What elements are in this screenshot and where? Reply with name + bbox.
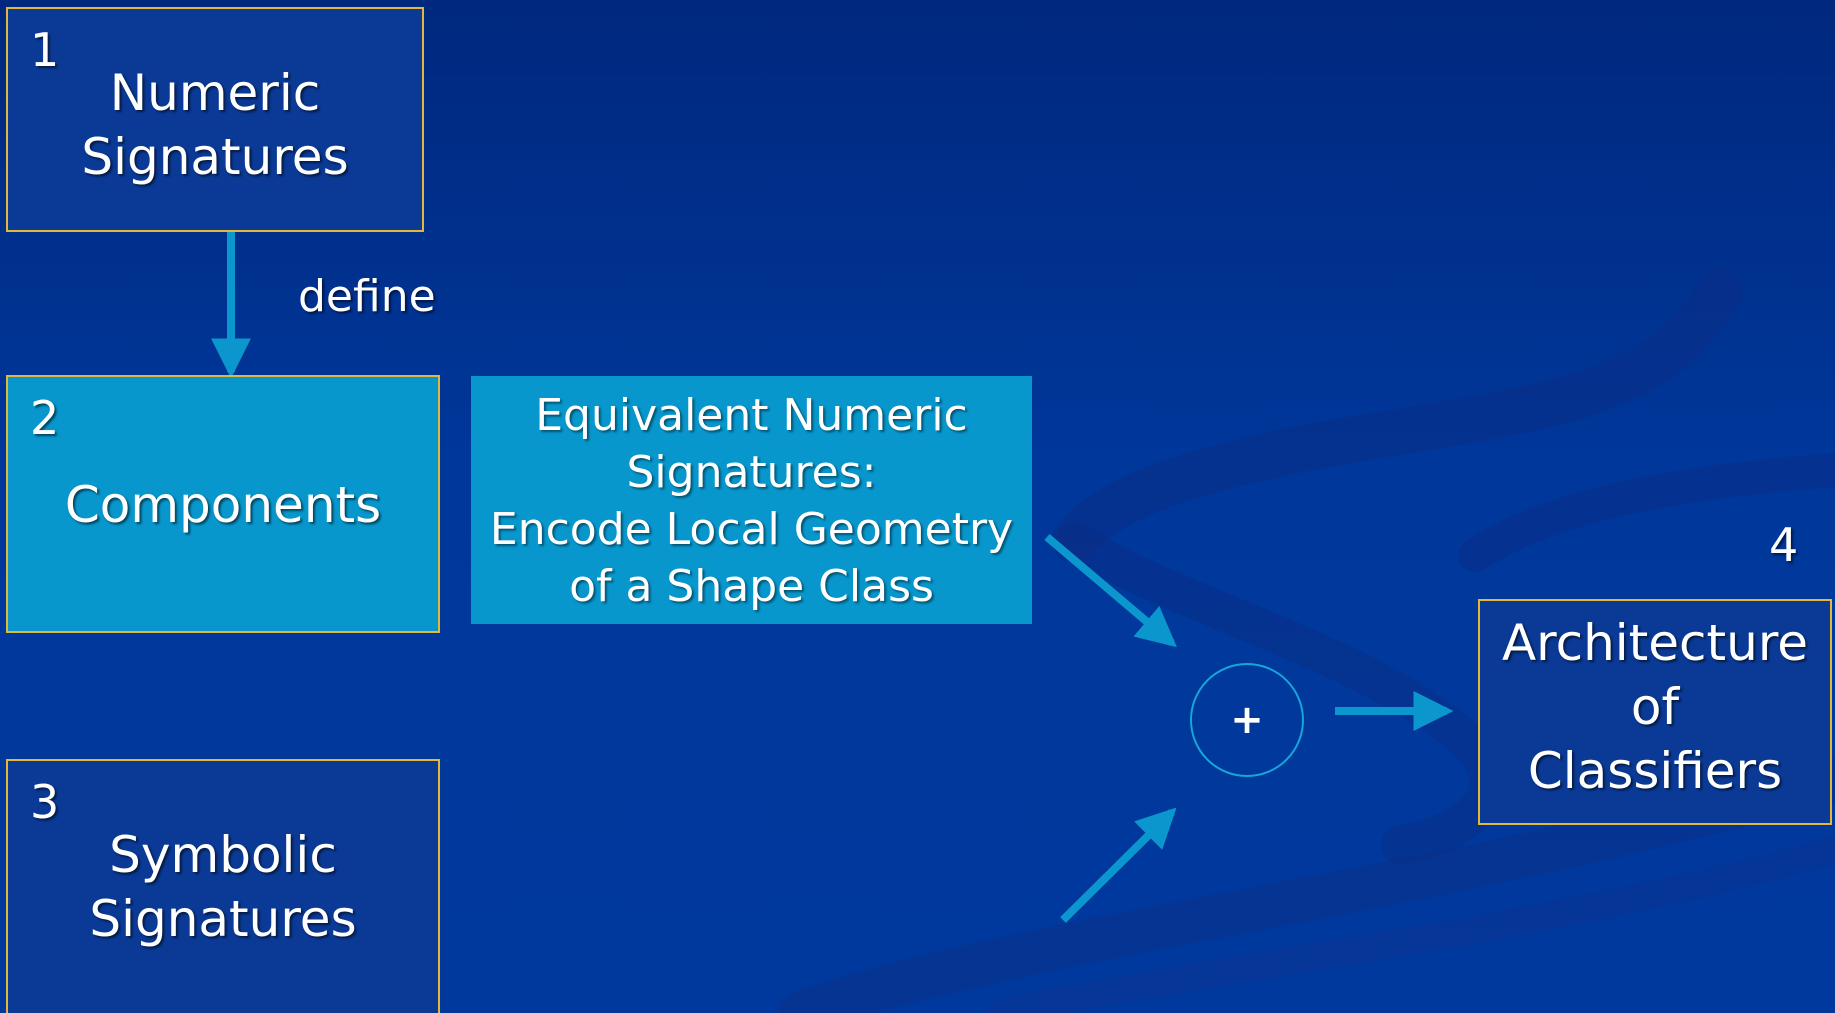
symbolic-signatures-label: Symbolic Signatures	[89, 826, 357, 948]
components-box: 2 Components	[6, 375, 440, 633]
numeric-signatures-label: Numeric Signatures	[81, 64, 349, 186]
define-label: define	[298, 271, 436, 322]
symbolic-signatures-number: 3	[30, 775, 60, 829]
architecture-of-classifiers-label: Architecture of Classifiers	[1501, 614, 1809, 800]
components-label: Components	[64, 476, 382, 534]
architecture-of-classifiers-box: Architecture of Classifiers	[1478, 599, 1832, 825]
combine-node: +	[1190, 663, 1304, 777]
architecture-number: 4	[1769, 518, 1799, 572]
numeric-signatures-box: 1 Numeric Signatures	[6, 7, 424, 232]
symbolic-to-combine-arrow	[1060, 807, 1177, 923]
symbolic-signatures-box: 3 Symbolic Signatures	[6, 759, 440, 1013]
equivalent-signatures-callout: Equivalent Numeric Signatures: Encode Lo…	[471, 376, 1032, 624]
equivalent-to-combine-arrow	[1044, 533, 1177, 648]
components-number: 2	[30, 391, 60, 445]
background-swoosh	[778, 267, 1835, 1013]
numeric-signatures-number: 1	[30, 23, 60, 77]
